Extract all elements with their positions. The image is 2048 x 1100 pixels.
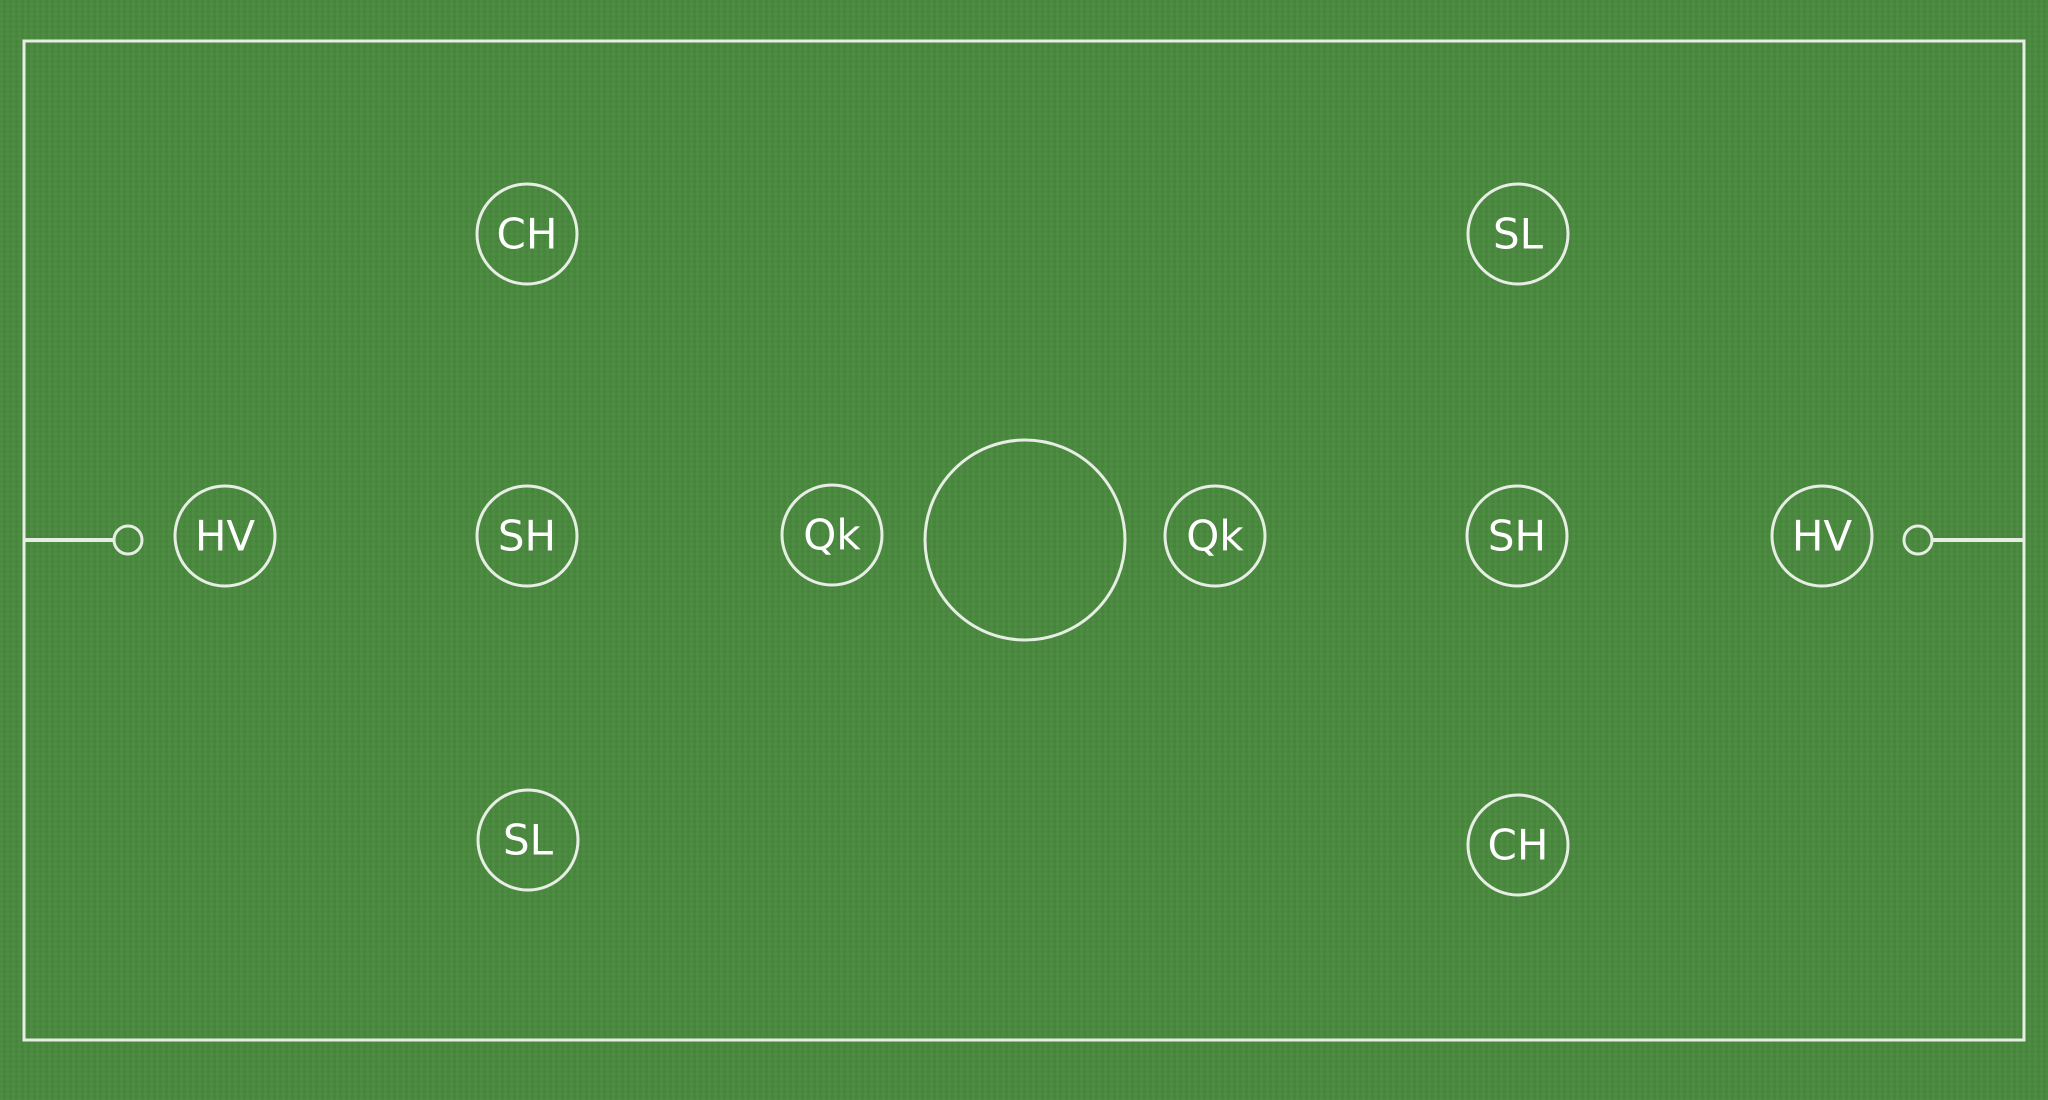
- player-label: CH: [1488, 821, 1549, 870]
- player-ring: [173, 484, 277, 588]
- player-label: HV: [195, 512, 256, 561]
- player-ring: [1466, 793, 1570, 897]
- player-label: SL: [1493, 210, 1544, 259]
- player-label: CH: [497, 210, 558, 259]
- player-marker-left-ch[interactable]: CH: [475, 182, 579, 286]
- player-marker-left-sh[interactable]: SH: [475, 484, 579, 588]
- player-ring: [475, 484, 579, 588]
- player-label: SH: [1488, 512, 1546, 561]
- player-marker-right-hv[interactable]: HV: [1770, 484, 1874, 588]
- player-marker-left-qk[interactable]: Qk: [780, 483, 884, 587]
- player-marker-right-qk[interactable]: Qk: [1163, 484, 1267, 588]
- player-marker-right-sl[interactable]: SL: [1466, 182, 1570, 286]
- center-circle: [923, 438, 1127, 642]
- right-goal-ring: [1902, 524, 1934, 556]
- player-ring: [1465, 484, 1569, 588]
- player-label: HV: [1792, 512, 1853, 561]
- player-marker-right-sh[interactable]: SH: [1465, 484, 1569, 588]
- player-ring: [476, 788, 580, 892]
- player-label: Qk: [1186, 512, 1244, 561]
- player-marker-left-sl[interactable]: SL: [476, 788, 580, 892]
- pitch-boundary: [22, 39, 2026, 1042]
- player-label: SL: [503, 816, 554, 865]
- player-label: SH: [498, 512, 556, 561]
- player-ring: [1770, 484, 1874, 588]
- player-marker-right-ch[interactable]: CH: [1466, 793, 1570, 897]
- player-ring: [475, 182, 579, 286]
- player-ring: [1466, 182, 1570, 286]
- left-goal-ring: [112, 524, 144, 556]
- player-ring: [780, 483, 884, 587]
- player-ring: [1163, 484, 1267, 588]
- player-marker-left-hv[interactable]: HV: [173, 484, 277, 588]
- player-label: Qk: [803, 511, 861, 560]
